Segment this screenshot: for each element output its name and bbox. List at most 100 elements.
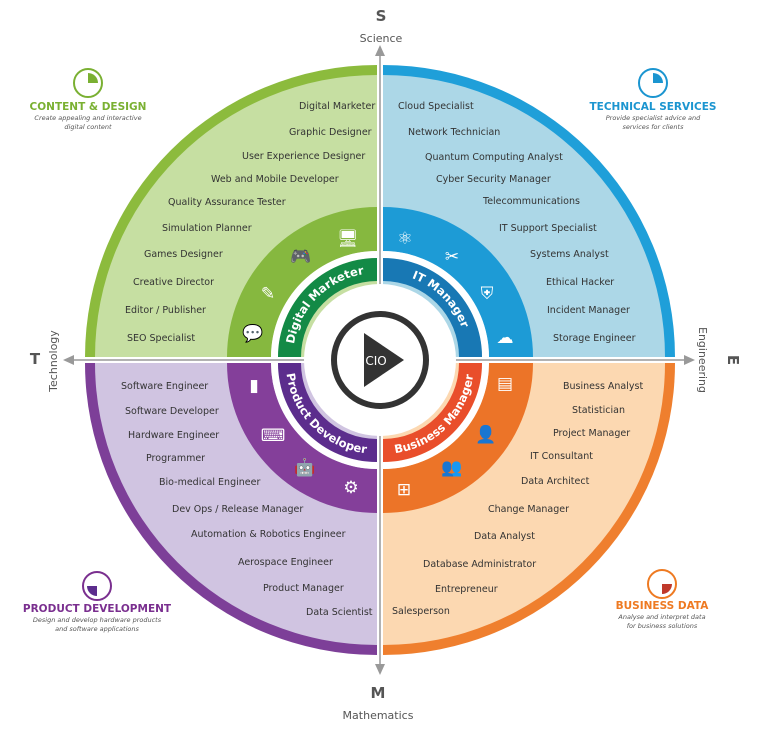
- separator-ring: [271, 251, 377, 357]
- play-icon[interactable]: [364, 333, 404, 387]
- axis-arrow-up-icon: [375, 45, 385, 56]
- axis-letter-bottom: M: [371, 684, 386, 702]
- job-title: Cyber Security Manager: [436, 174, 551, 185]
- job-title: IT Consultant: [530, 451, 593, 462]
- category-title: TECHNICAL SERVICES: [590, 101, 717, 113]
- separator-ring: [383, 251, 489, 357]
- axis-letter-right: E: [724, 355, 742, 365]
- center-label: CIO: [365, 354, 386, 368]
- role-ring-segment[interactable]: [383, 363, 482, 462]
- job-title: Quantum Computing Analyst: [425, 152, 563, 163]
- center-hub[interactable]: CIO: [304, 284, 456, 436]
- job-title: Data Analyst: [474, 531, 535, 542]
- job-title: Aerospace Engineer: [238, 557, 333, 568]
- job-title: Automation & Robotics Engineer: [191, 529, 346, 540]
- quarter-fill: [662, 584, 672, 594]
- chat-bubbles-icon: 💬: [242, 323, 263, 344]
- role-ring-segment[interactable]: [383, 258, 482, 357]
- quadrant-content-design: Digital Marketer 🖥 🎮 ✎ 💬: [85, 65, 377, 357]
- category-title: PRODUCT DEVELOPMENT: [23, 603, 172, 615]
- job-title: IT Support Specialist: [499, 223, 597, 234]
- job-title: Creative Director: [133, 277, 214, 288]
- axis-word-left: Technology: [47, 330, 60, 393]
- job-title: Cloud Specialist: [398, 101, 474, 112]
- job-title: Database Administrator: [423, 559, 536, 570]
- job-title: User Experience Designer: [242, 151, 365, 162]
- gears-icon: ⚙: [343, 478, 358, 498]
- job-title: Storage Engineer: [553, 333, 636, 344]
- shopping-bag-icon: ▮: [249, 376, 258, 396]
- category-description: Create appealing and interactive: [34, 114, 141, 122]
- quadrant-business-data: Business Manager▤👤👥⊞: [383, 363, 675, 655]
- category-title: CONTENT & DESIGN: [30, 101, 147, 113]
- category-description: Provide specialist advice and: [606, 114, 701, 122]
- job-title: Systems Analyst: [530, 249, 609, 260]
- job-title: Editor / Publisher: [125, 305, 206, 316]
- category-description: digital content: [64, 123, 112, 131]
- job-title: Bio-medical Engineer: [159, 477, 260, 488]
- category-description: and software applications: [55, 625, 139, 633]
- job-title: Telecommunications: [482, 196, 580, 207]
- quarter-fill: [88, 73, 98, 83]
- axis-letter-top: S: [376, 7, 387, 25]
- center-ring: [331, 311, 429, 409]
- axis-letter-left: T: [30, 350, 41, 368]
- job-title: Product Manager: [263, 583, 344, 594]
- axis-arrow-left-icon: [63, 355, 74, 365]
- quarter-fill: [87, 586, 97, 596]
- job-title: Project Manager: [553, 428, 630, 439]
- category-description: Design and develop hardware products: [33, 616, 162, 624]
- icon-band: [227, 363, 377, 513]
- job-title: Quality Assurance Tester: [168, 197, 286, 208]
- job-title: Statistician: [572, 405, 625, 416]
- axis-word-right: Engineering: [696, 327, 709, 393]
- job-title: Ethical Hacker: [546, 277, 614, 288]
- job-title: Programmer: [146, 453, 205, 464]
- job-title: Simulation Planner: [162, 223, 252, 234]
- shield-check-icon: ⛨: [481, 284, 494, 304]
- job-title: Change Manager: [488, 504, 569, 515]
- axis-word-bottom: Mathematics: [343, 709, 414, 722]
- job-title: Entrepreneur: [435, 584, 498, 595]
- job-title: Digital Marketer: [299, 101, 375, 112]
- icon-band: [383, 207, 533, 357]
- job-title: Data Architect: [521, 476, 590, 487]
- job-title: Business Analyst: [563, 381, 643, 392]
- tools-icon: ✂: [445, 247, 459, 267]
- pencils-icon: ✎: [261, 284, 275, 304]
- gamepad-icon: 🎮: [290, 247, 311, 267]
- axis-arrow-down-icon: [375, 664, 385, 675]
- category-title: BUSINESS DATA: [616, 600, 710, 612]
- axis-arrow-right-icon: [684, 355, 695, 365]
- job-title: Games Designer: [144, 249, 223, 260]
- icon-band: [383, 363, 533, 513]
- quadrant-technical-services: IT Manager⚛✂⛨☁: [383, 65, 675, 357]
- axes: S Science M Mathematics T Technology Eng…: [30, 7, 742, 722]
- job-title: Graphic Designer: [289, 127, 372, 138]
- category-description: for business solutions: [627, 622, 698, 630]
- monitor-icon: 🖥: [337, 229, 359, 249]
- org-chart-icon: ⊞: [397, 480, 411, 500]
- icon-band: [227, 207, 377, 357]
- separator-ring: [383, 363, 489, 469]
- code-monitor-icon: ⌨: [261, 426, 286, 446]
- job-title: Network Technician: [408, 127, 500, 138]
- robot-icon: 🤖: [294, 457, 315, 478]
- separator-ring: [271, 363, 377, 469]
- job-title: Dev Ops / Release Manager: [172, 504, 303, 515]
- role-ring-segment[interactable]: [278, 363, 377, 462]
- role-ring-segment[interactable]: [278, 258, 377, 357]
- team-icon: 👥: [441, 458, 462, 478]
- category-description: Analyse and interpret data: [617, 613, 705, 621]
- quadrant-product-development: Product Developer▮⌨🤖⚙: [85, 363, 377, 655]
- job-title: Hardware Engineer: [128, 430, 219, 441]
- job-title: Salesperson: [392, 606, 450, 617]
- job-title: Data Scientist: [306, 607, 373, 618]
- atom-icon: ⚛: [397, 229, 412, 249]
